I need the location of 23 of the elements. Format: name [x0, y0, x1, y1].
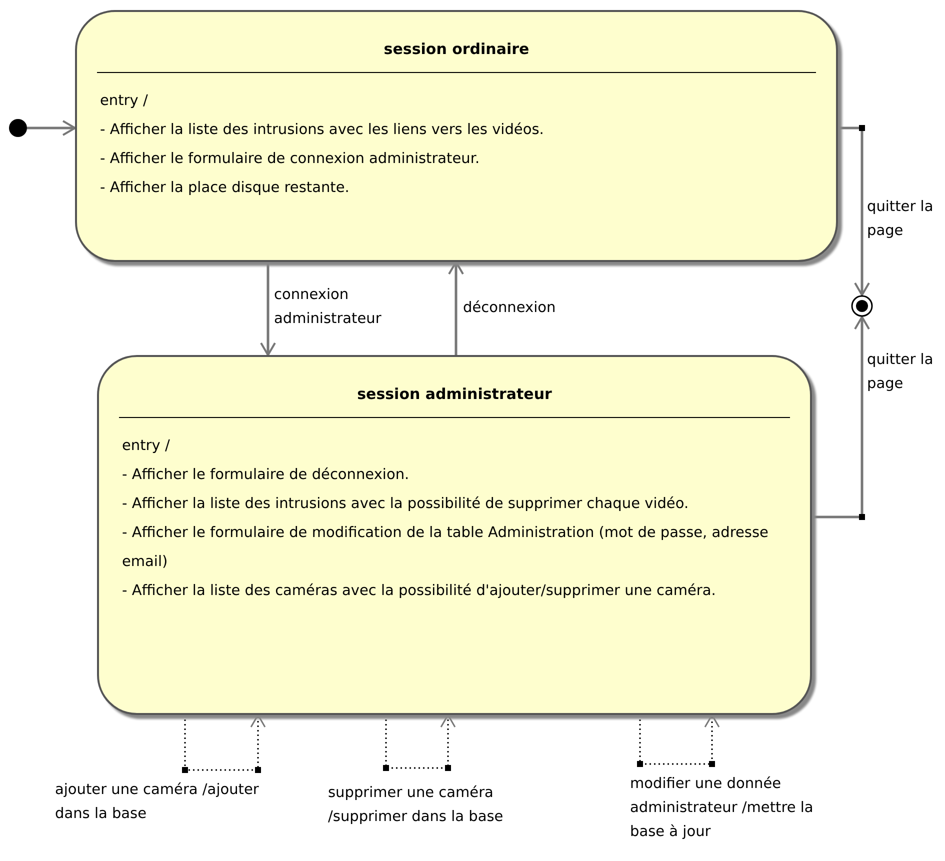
state-action: - Afficher le formulaire de connexion administrateur. [100, 150, 481, 169]
state-action: - Afficher la place disque restante. [100, 179, 350, 198]
state-action: - Afficher la liste des intrusions avec la possibilité de supprimer chaque vidéo. [122, 495, 690, 514]
transition-arrow [812, 317, 870, 520]
state-name: session ordinaire [382, 40, 530, 58]
state-action: entry / [122, 437, 171, 456]
state-action: - Afficher le formulaire de déconnexion. [122, 466, 410, 485]
state-action: - Afficher la liste des caméras avec la possibilité d'ajouter/supprimer une caméra. [122, 582, 717, 601]
transition-arrow [27, 120, 76, 136]
transition-arrow [448, 261, 464, 355]
state-action: - Afficher la liste des intrusions avec les liens vers les vidéos. [100, 121, 545, 140]
transition-arrow [838, 125, 870, 295]
state-action: entry / [100, 92, 149, 111]
state-box [97, 355, 812, 715]
state-name: session administrateur [356, 385, 553, 403]
transition-arrow [260, 262, 276, 356]
self-transition-arrow [637, 715, 720, 767]
self-transition-arrow [383, 715, 456, 771]
initial-state [9, 119, 27, 137]
self-transition-arrow [182, 715, 266, 773]
state-action: - Afficher le formulaire de modification de la table Administration (mot de passe, adresse email) [122, 524, 770, 572]
state-box [75, 10, 838, 262]
final-state [851, 295, 873, 317]
